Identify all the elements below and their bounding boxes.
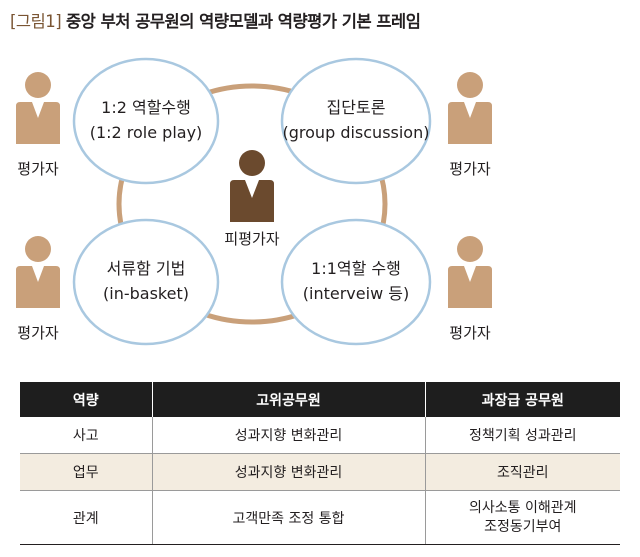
assessor-person-icon: [448, 236, 492, 308]
method-name: 1:1역할 수행: [311, 259, 401, 278]
assessor-label: 평가자: [449, 160, 491, 178]
table-row: 사고 성과지향 변화관리 정책기획 성과관리: [20, 417, 620, 454]
row-label: 사고: [20, 417, 152, 454]
assessment-framework-diagram: 1:2 역할수행 (1:2 role play) 집단토론 (group dis…: [16, 57, 492, 346]
assessor-label: 평가자: [17, 324, 59, 342]
figure-tag: [그림1]: [10, 12, 62, 31]
manager-cell: 정책기획 성과관리: [424, 417, 620, 454]
figure-title-text: 중앙 부처 공무원의 역량모델과 역량평가 기본 프레임: [65, 12, 421, 31]
method-name: 1:2 역할수행: [101, 98, 191, 117]
assessee-person-icon: [230, 150, 274, 222]
assessor-person-icon: [448, 72, 492, 144]
method-english: (1:2 role play): [90, 123, 203, 142]
method-english: (group discussion): [283, 123, 430, 142]
method-english: (interveiw 등): [303, 284, 409, 303]
senior-cell: 성과지향 변화관리: [151, 453, 425, 491]
assessor-person-icon: [16, 72, 60, 144]
header-senior-officials: 고위공무원: [151, 382, 425, 417]
method-english: (in-basket): [103, 284, 189, 303]
method-role-play-1to2: 1:2 역할수행 (1:2 role play): [72, 57, 220, 185]
method-in-basket: 서류함 기법 (in-basket): [72, 218, 220, 346]
assessor-label: 평가자: [449, 324, 491, 342]
table-header-row: 역량 고위공무원 과장급 공무원: [20, 382, 620, 417]
competency-table: 역량 고위공무원 과장급 공무원 사고 성과지향 변화관리 정책기획 성과관리 …: [20, 382, 620, 545]
manager-cell: 의사소통 이해관계 조정동기부여: [424, 490, 620, 545]
method-name: 서류함 기법: [107, 259, 186, 278]
method-name: 집단토론: [327, 98, 386, 117]
connection-ring: [116, 83, 388, 325]
assessor-label: 평가자: [17, 160, 59, 178]
row-label: 업무: [20, 453, 152, 491]
assessee-label: 피평가자: [224, 230, 279, 248]
method-group-discussion: 집단토론 (group discussion): [280, 57, 432, 185]
senior-cell: 고객만족 조정 통합: [151, 490, 425, 545]
senior-cell: 성과지향 변화관리: [151, 417, 425, 454]
header-competency: 역량: [20, 382, 152, 417]
method-role-play-1to1: 1:1역할 수행 (interveiw 등): [280, 218, 432, 346]
table-row: 관계 고객만족 조정 통합 의사소통 이해관계 조정동기부여: [20, 490, 620, 545]
assessor-person-icon: [16, 236, 60, 308]
header-manager-officials: 과장급 공무원: [424, 382, 620, 417]
figure-title: [그림1] 중앙 부처 공무원의 역량모델과 역량평가 기본 프레임: [10, 8, 421, 32]
manager-cell: 조직관리: [424, 453, 620, 491]
table-row: 업무 성과지향 변화관리 조직관리: [20, 453, 620, 491]
row-label: 관계: [20, 490, 152, 545]
